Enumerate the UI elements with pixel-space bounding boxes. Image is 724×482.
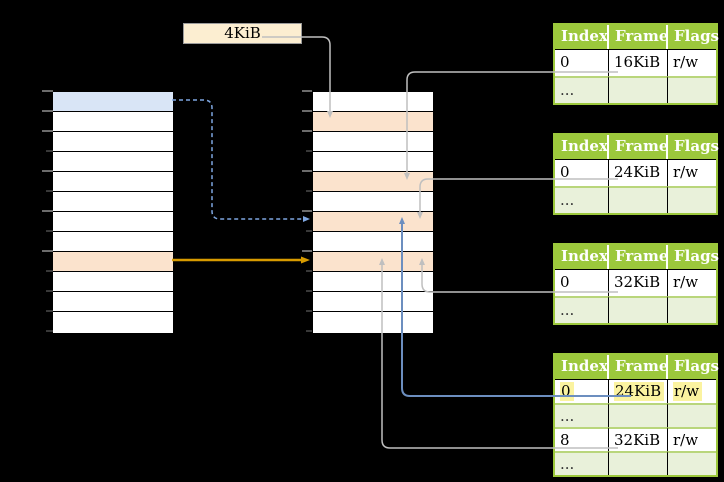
page-table-3: Index Frame Flags 0 32KiB r/w ... bbox=[553, 243, 719, 325]
memory-row bbox=[313, 132, 433, 152]
table-cell bbox=[609, 403, 668, 427]
table-cell bbox=[609, 296, 668, 323]
table-cell: ... bbox=[555, 403, 609, 427]
memory-row bbox=[313, 192, 433, 212]
table-cell: 0 bbox=[555, 49, 609, 76]
arrow-virtual-row0-to-physical-row6 bbox=[172, 99, 310, 222]
table-cell: r/w bbox=[668, 269, 716, 296]
memory-row bbox=[313, 272, 433, 292]
highlighted-cell-text: 24KiB bbox=[614, 382, 665, 401]
memory-row bbox=[53, 132, 173, 152]
col-header-index: Index bbox=[555, 25, 609, 49]
memory-row bbox=[313, 292, 433, 312]
table-cell: 16KiB bbox=[609, 49, 668, 76]
col-header-index: Index bbox=[555, 135, 609, 159]
memory-row-highlight-orange bbox=[313, 252, 433, 272]
memory-row bbox=[313, 152, 433, 172]
table-cell: 0 bbox=[555, 379, 609, 403]
table-cell bbox=[668, 403, 716, 427]
memory-row bbox=[53, 172, 173, 192]
col-header-frame: Frame bbox=[609, 25, 668, 49]
highlighted-cell-text: 0 bbox=[560, 382, 574, 401]
table-cell bbox=[609, 76, 668, 103]
table-cell bbox=[668, 451, 716, 475]
table-cell: ... bbox=[555, 451, 609, 475]
table-cell bbox=[609, 451, 668, 475]
table-cell: r/w bbox=[668, 159, 716, 186]
table-cell: r/w bbox=[668, 379, 716, 403]
col-header-flags: Flags bbox=[668, 355, 719, 379]
memory-row bbox=[53, 272, 173, 292]
memory-row bbox=[53, 212, 173, 232]
memory-row bbox=[53, 192, 173, 212]
col-header-frame: Frame bbox=[609, 135, 668, 159]
page-table-4: Index Frame Flags 0 24KiB r/w ... 8 32Ki… bbox=[553, 353, 719, 477]
memory-row-highlight-orange bbox=[53, 252, 173, 272]
col-header-index: Index bbox=[555, 355, 609, 379]
page-table-2: Index Frame Flags 0 24KiB r/w ... bbox=[553, 133, 719, 215]
memory-row bbox=[53, 152, 173, 172]
memory-row bbox=[313, 232, 433, 252]
table-cell: r/w bbox=[668, 49, 716, 76]
memory-row bbox=[53, 112, 173, 132]
table-cell: ... bbox=[555, 186, 609, 213]
memory-row bbox=[313, 312, 433, 332]
size-label: 4KiB bbox=[183, 23, 302, 44]
memory-row-highlight-orange bbox=[313, 172, 433, 192]
col-header-flags: Flags bbox=[668, 25, 719, 49]
memory-row bbox=[313, 92, 433, 112]
col-header-frame: Frame bbox=[609, 355, 668, 379]
table-cell: ... bbox=[555, 76, 609, 103]
table-cell: 32KiB bbox=[609, 269, 668, 296]
memory-row-highlight-orange bbox=[313, 112, 433, 132]
table-cell: 0 bbox=[555, 269, 609, 296]
memory-row bbox=[53, 312, 173, 332]
highlighted-cell-text: r/w bbox=[673, 382, 703, 401]
memory-row bbox=[53, 232, 173, 252]
table-cell: ... bbox=[555, 296, 609, 323]
physical-memory-column bbox=[312, 91, 434, 334]
table-cell: r/w bbox=[668, 427, 716, 451]
table-cell: 8 bbox=[555, 427, 609, 451]
col-header-flags: Flags bbox=[668, 245, 719, 269]
memory-row-highlight-blue bbox=[53, 92, 173, 112]
table-cell: 24KiB bbox=[609, 159, 668, 186]
table-cell bbox=[668, 296, 716, 323]
memory-row-highlight-orange bbox=[313, 212, 433, 232]
table-cell bbox=[609, 186, 668, 213]
col-header-flags: Flags bbox=[668, 135, 719, 159]
table-cell: 32KiB bbox=[609, 427, 668, 451]
table-cell: 24KiB bbox=[609, 379, 668, 403]
memory-row bbox=[53, 292, 173, 312]
col-header-frame: Frame bbox=[609, 245, 668, 269]
table-cell bbox=[668, 186, 716, 213]
table-cell bbox=[668, 76, 716, 103]
virtual-memory-column bbox=[52, 91, 174, 334]
col-header-index: Index bbox=[555, 245, 609, 269]
page-table-1: Index Frame Flags 0 16KiB r/w ... bbox=[553, 23, 719, 105]
table-cell: 0 bbox=[555, 159, 609, 186]
